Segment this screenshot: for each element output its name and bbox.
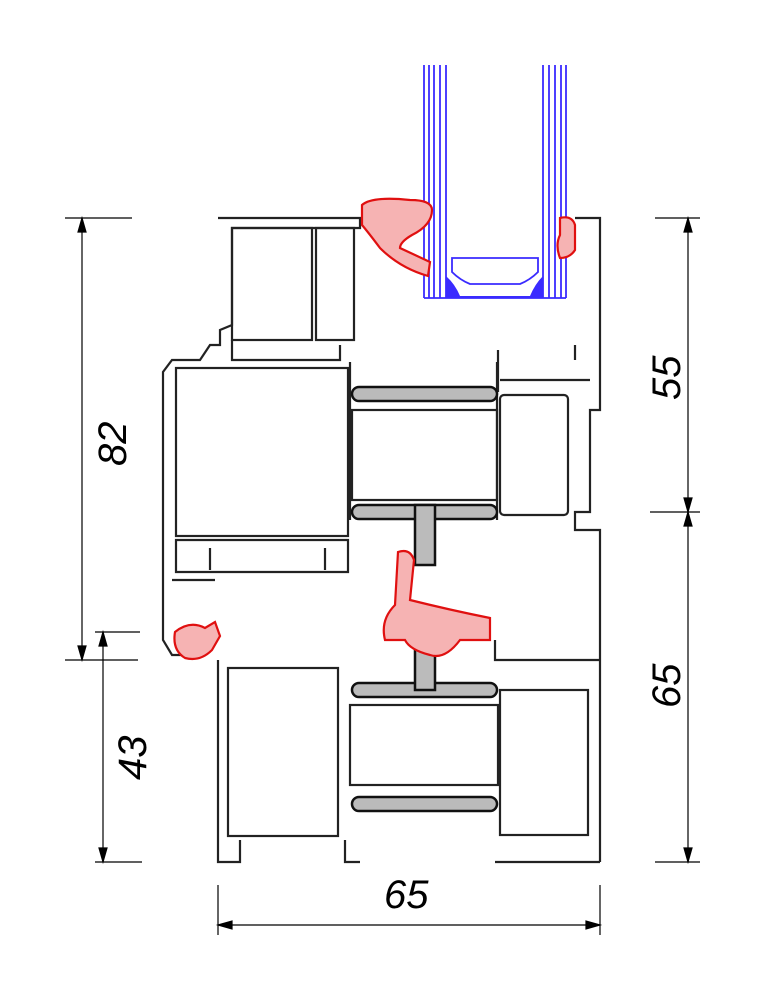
dimension-label-43: 43 xyxy=(111,736,155,781)
glazing-gasket-inner xyxy=(556,216,577,260)
thermal-breaks xyxy=(350,385,499,813)
frame-profile-right-upper xyxy=(496,216,602,862)
glazing-gasket-outer xyxy=(360,197,434,278)
center-gasket xyxy=(382,549,492,658)
dimension-lines xyxy=(65,215,700,935)
sash-profile-upper xyxy=(161,216,362,657)
gaskets xyxy=(173,197,577,661)
frame-profile-lower xyxy=(216,362,600,864)
dimension-label-55: 55 xyxy=(645,355,689,400)
dimension-label-65-right: 65 xyxy=(645,663,689,708)
dimension-label-82: 82 xyxy=(91,422,135,467)
glazing-unit xyxy=(423,65,567,299)
dimension-label-65-bottom: 65 xyxy=(384,873,429,917)
sash-gasket-lower xyxy=(173,620,222,661)
